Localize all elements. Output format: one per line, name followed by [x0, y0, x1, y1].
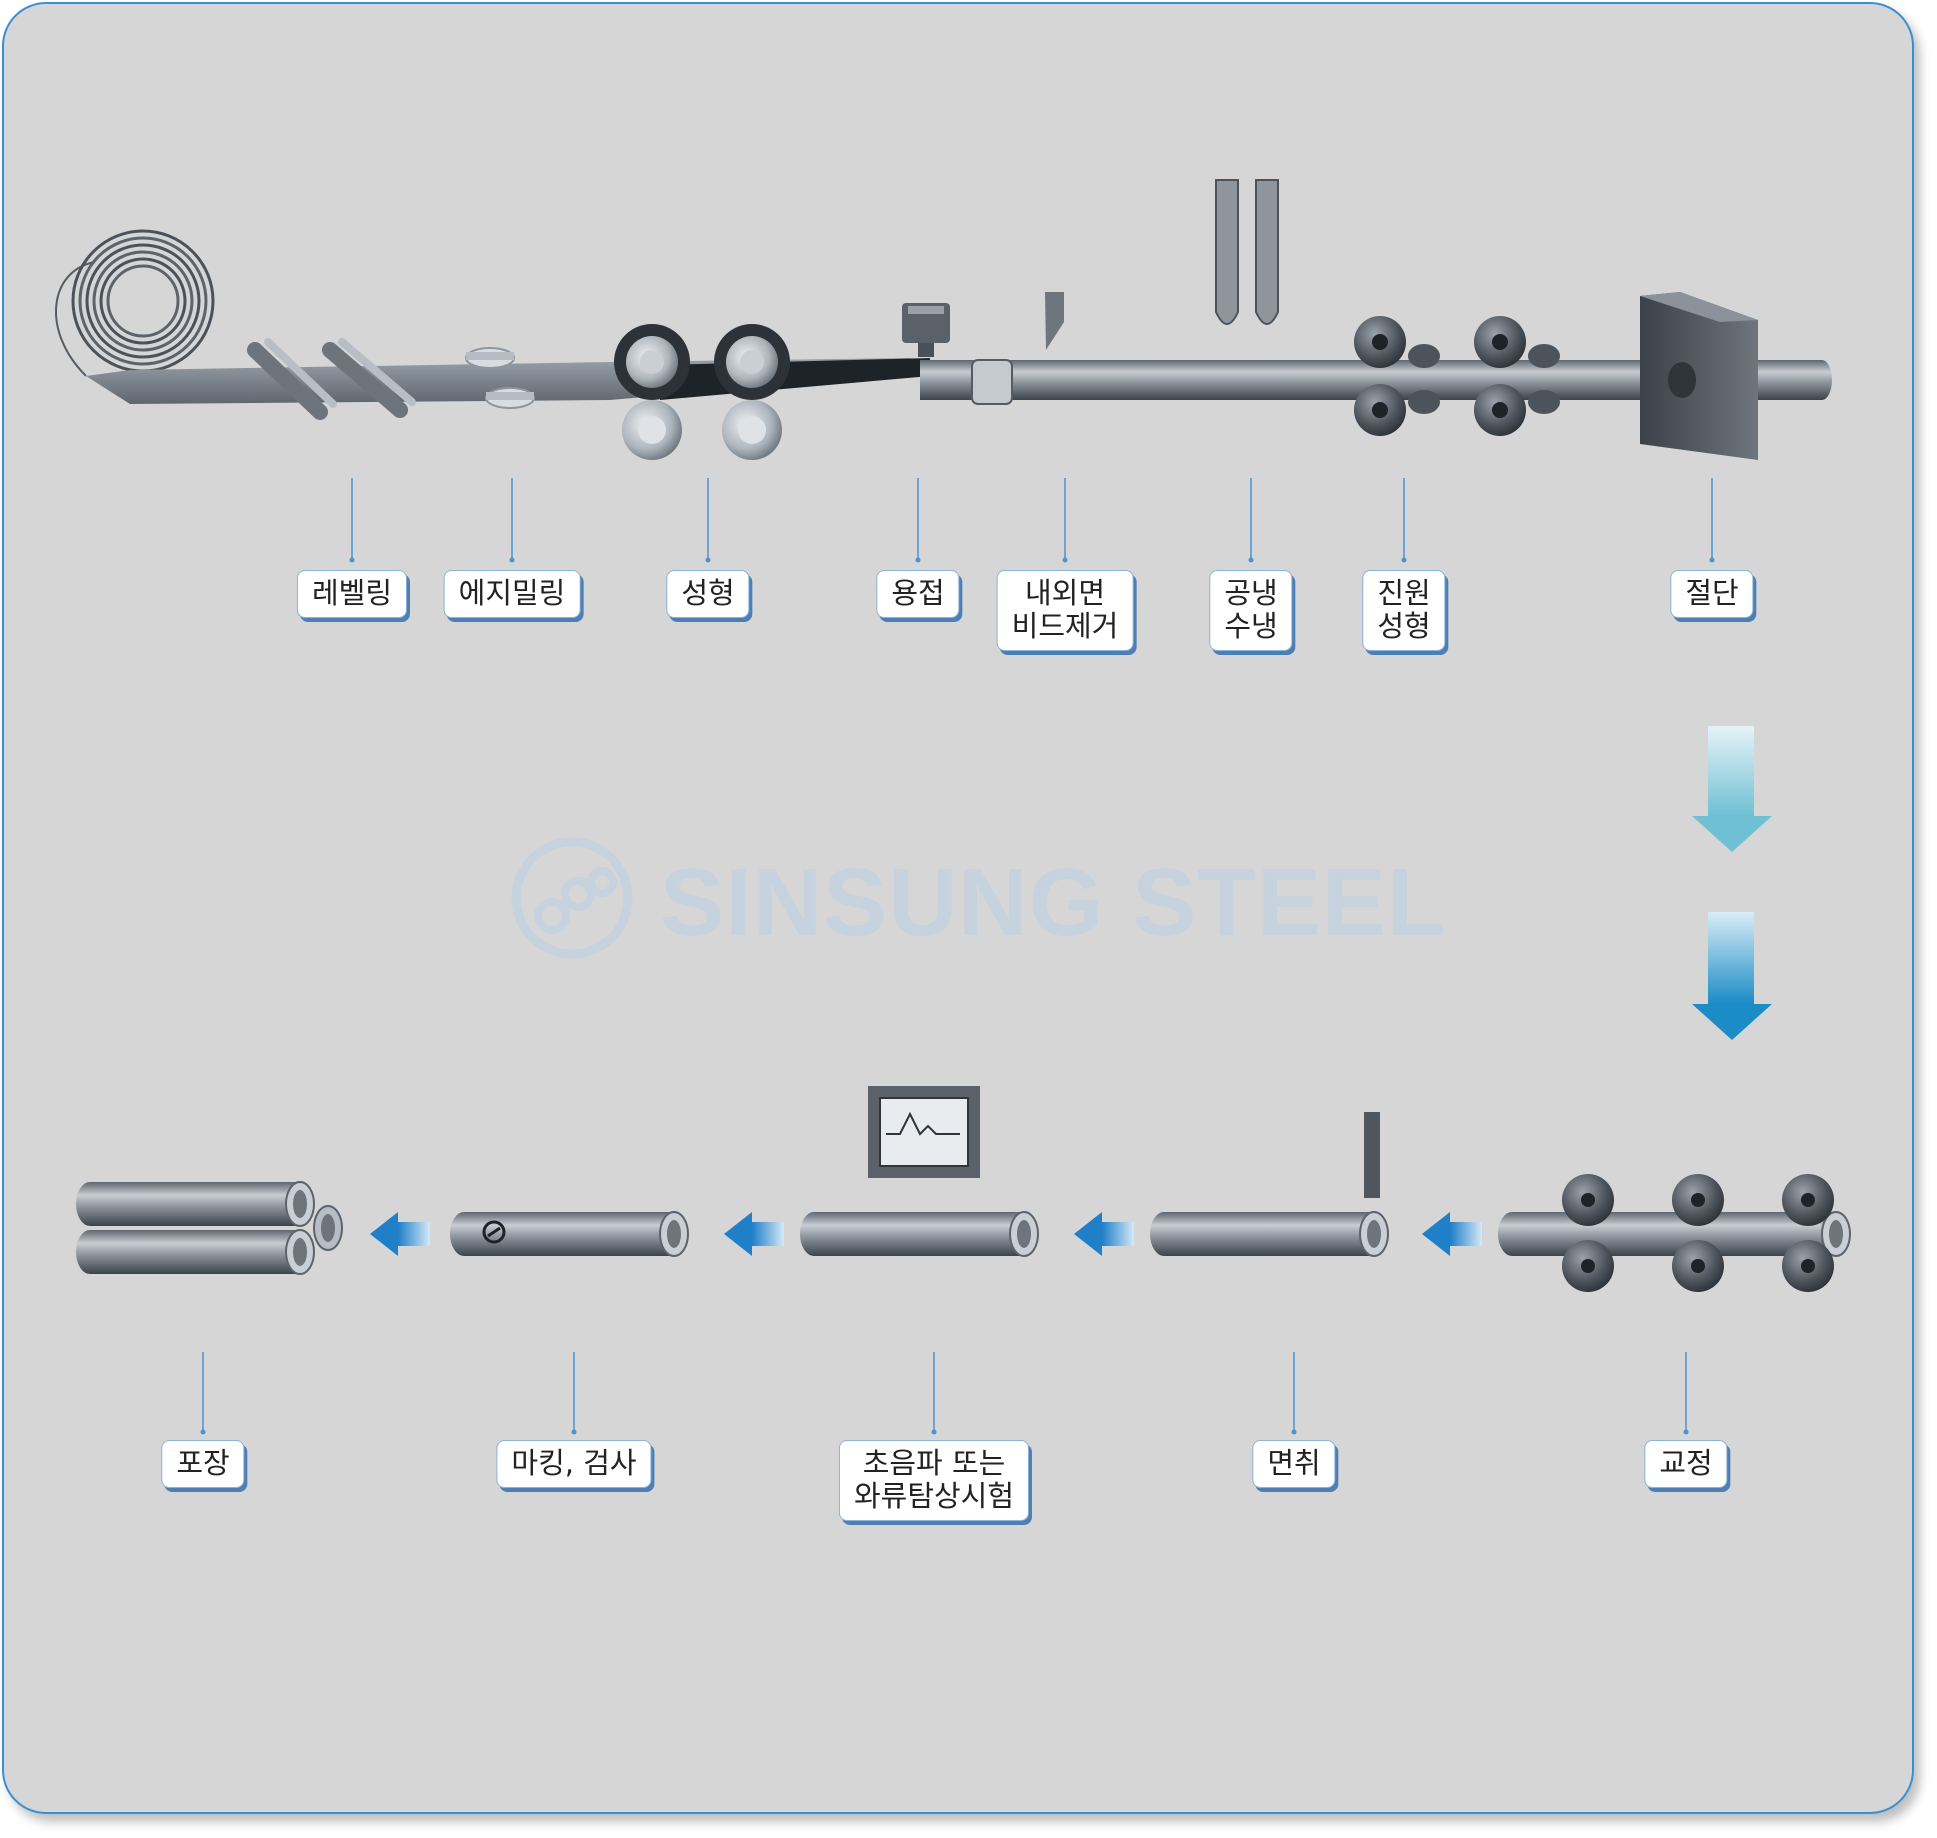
down-arrow-icon-1 [1692, 726, 1772, 852]
connector-dot-packing [201, 1430, 206, 1435]
connector-dot-testing [932, 1430, 937, 1435]
left-arrow-icon-4 [370, 1212, 430, 1256]
connector-dot-sizing [1402, 558, 1407, 563]
step-label-line: 와류탐상시험 [854, 1480, 1014, 1513]
step-label-line: 초음파 또는 [854, 1447, 1014, 1480]
steel-coil-icon [56, 231, 213, 376]
connector-dot-forming [706, 558, 711, 563]
left-arrow-icon-3 [724, 1212, 784, 1256]
step-label-marking: 마킹, 검사 [496, 1440, 651, 1488]
packed-pipes-icon [76, 1182, 342, 1274]
marking-pipe-icon [450, 1212, 688, 1256]
connector-dot-cutting [1710, 558, 1715, 563]
step-label-packing: 포장 [161, 1440, 244, 1488]
step-label-line: 수냉 [1224, 610, 1277, 643]
connector-dot-bead-removal [1063, 558, 1068, 563]
connector-dot-air-cooling [1249, 558, 1254, 563]
step-label-line: 진원 [1377, 577, 1430, 610]
left-arrow-icon-1 [1422, 1212, 1482, 1256]
flaw-detection-pipe-icon [800, 1086, 1038, 1256]
step-label-line: 교정 [1659, 1447, 1712, 1480]
step-label-line: 면취 [1267, 1447, 1320, 1480]
connector-dot-welding [916, 558, 921, 563]
step-label-line: 용접 [891, 577, 944, 610]
step-label-leveling: 레벨링 [297, 570, 407, 618]
connector-dot-leveling [350, 558, 355, 563]
step-label-straightening: 교정 [1644, 1440, 1727, 1488]
step-label-forming: 성형 [666, 570, 749, 618]
step-label-cutting: 절단 [1670, 570, 1753, 618]
connector-dot-chamfer [1292, 1430, 1297, 1435]
step-label-edge-milling: 에지밀링 [444, 570, 581, 618]
step-label-line: 레벨링 [312, 577, 392, 610]
step-label-line: 마킹, 검사 [511, 1447, 636, 1480]
step-label-line: 성형 [681, 577, 734, 610]
connector-dot-edge-milling [510, 558, 515, 563]
dark-strip [660, 358, 930, 400]
step-label-chamfer: 면취 [1252, 1440, 1335, 1488]
step-label-line: 에지밀링 [459, 577, 566, 610]
step-label-line: 포장 [176, 1447, 229, 1480]
straightening-rolls-pipe-icon [1498, 1174, 1850, 1292]
step-label-line: 비드제거 [1012, 610, 1119, 643]
down-arrow-icon-2 [1692, 912, 1772, 1040]
cutting-saw-icon [1640, 292, 1832, 460]
welding-torch-icon [902, 303, 950, 357]
step-label-welding: 용접 [876, 570, 959, 618]
chamfer-pipe-icon [1150, 1112, 1388, 1256]
step-label-line: 내외면 [1012, 577, 1119, 610]
left-arrow-icon-2 [1074, 1212, 1134, 1256]
cooling-nozzles-icon [1216, 180, 1278, 324]
step-label-line: 절단 [1685, 577, 1738, 610]
connector-dot-straightening [1684, 1430, 1689, 1435]
step-label-line: 성형 [1377, 610, 1430, 643]
connector-dot-marking [572, 1430, 577, 1435]
step-label-line: 공냉 [1224, 577, 1277, 610]
